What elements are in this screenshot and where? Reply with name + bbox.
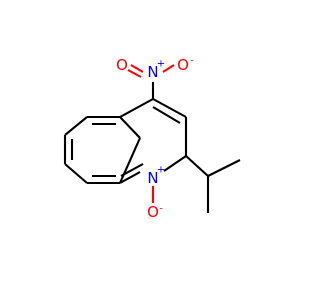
ring-nitrogen-charge: +: [157, 165, 165, 176]
nitro-bonds: [127, 64, 175, 99]
nitro-oxygen-minus-charge: -: [190, 56, 194, 67]
nitro-nitrogen-charge: +: [157, 59, 165, 70]
pyridine-ring-bonds: [119, 98, 188, 184]
n-oxide-oxygen-charge: -: [159, 204, 163, 215]
n-oxide-oxygen-label: O: [147, 203, 159, 221]
benzene-ring-bonds: [63, 115, 141, 185]
nitro-oxygen-minus-label: O: [177, 56, 189, 74]
ring-nitrogen-label: N: [147, 169, 158, 187]
nitro-oxygen-double-label: O: [116, 56, 128, 74]
isopropyl-bonds: [185, 155, 241, 213]
molecule-structure: N + O O - N + O -: [63, 56, 241, 221]
nitro-nitrogen-label: N: [147, 63, 158, 81]
